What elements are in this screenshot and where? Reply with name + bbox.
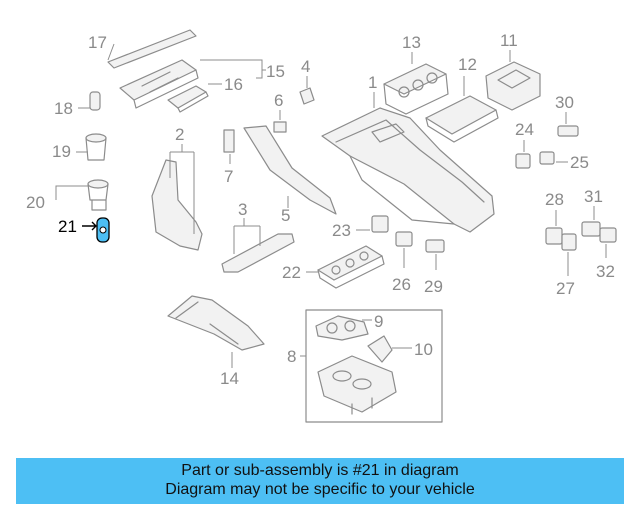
part-30-cap <box>557 112 579 137</box>
callout-3: 3 <box>238 200 247 219</box>
part-28-switch <box>545 210 563 245</box>
callout-1: 1 <box>368 73 377 92</box>
part-8-cupholder-box <box>300 309 443 423</box>
part-23-switch <box>356 215 389 233</box>
callout-19: 19 <box>52 142 71 161</box>
callout-13: 13 <box>402 33 421 52</box>
part-2-side-panel <box>151 144 203 251</box>
part-5-side-trim <box>243 125 337 215</box>
part-20-socket-assembly <box>55 179 109 211</box>
cupholder-body <box>317 355 397 415</box>
part-3-bracket <box>221 218 295 273</box>
part-18-clip <box>78 91 101 111</box>
part-4-clip <box>299 76 315 105</box>
part-27-switch <box>561 233 577 276</box>
callout-12: 12 <box>458 55 477 74</box>
callout-10: 10 <box>414 340 433 359</box>
banner-line-2: Diagram may not be specific to your vehi… <box>165 481 475 498</box>
callout-4: 4 <box>301 57 310 76</box>
callout-11: 11 <box>500 31 518 50</box>
part-10-mat <box>367 335 412 363</box>
part-29-switch <box>425 239 445 270</box>
callout-31: 31 <box>584 187 603 206</box>
part-15-storage-tray <box>119 59 266 109</box>
part-16-small-tray <box>167 83 222 113</box>
callout-8: 8 <box>287 347 296 366</box>
part-26-switch <box>395 231 413 268</box>
callout-25: 25 <box>570 153 589 172</box>
part-22-climate-control <box>306 245 385 289</box>
callout-30: 30 <box>555 93 574 112</box>
part-6-clip <box>273 110 287 133</box>
part-19-socket <box>76 133 107 161</box>
part-31-switch <box>581 206 601 237</box>
callout-20: 20 <box>26 193 45 212</box>
part-12-tray <box>425 76 499 143</box>
callout-2: 2 <box>175 125 184 144</box>
part-7-bracket <box>223 129 235 164</box>
callout-29: 29 <box>424 277 443 296</box>
callout-24: 24 <box>515 120 534 139</box>
callout-9: 9 <box>374 312 383 331</box>
callout-7: 7 <box>224 167 233 186</box>
part-17-trim-strip <box>107 29 197 69</box>
part-14-air-duct <box>167 295 265 368</box>
info-banner: Part or sub-assembly is #21 in diagram D… <box>16 458 624 504</box>
callout-27: 27 <box>556 279 575 298</box>
part-13-control-trim <box>383 52 449 115</box>
callout-23: 23 <box>332 221 351 240</box>
callout-26: 26 <box>392 275 411 294</box>
part-11-shifter-surround <box>485 50 541 111</box>
banner-line-1: Part or sub-assembly is #21 in diagram <box>181 462 459 479</box>
callout-14: 14 <box>220 369 239 388</box>
callout-21: 21 <box>58 217 77 236</box>
callout-22: 22 <box>282 263 301 282</box>
callout-18: 18 <box>54 99 73 118</box>
callout-17: 17 <box>88 33 107 52</box>
callout-16: 16 <box>224 75 243 94</box>
callout-28: 28 <box>545 190 564 209</box>
part-1-center-console <box>321 92 495 233</box>
part-21-highlighted <box>82 217 110 243</box>
part-25-switch <box>539 151 568 165</box>
callout-15: 15 <box>266 62 285 81</box>
part-9-insert <box>315 315 372 341</box>
callout-32: 32 <box>596 262 615 281</box>
part-32-switch <box>599 227 617 258</box>
part-24-switch <box>515 140 531 169</box>
callout-6: 6 <box>274 91 283 110</box>
parts-diagram: 17 15 16 18 19 20 21 2 <box>26 29 617 423</box>
callout-5: 5 <box>281 206 290 225</box>
